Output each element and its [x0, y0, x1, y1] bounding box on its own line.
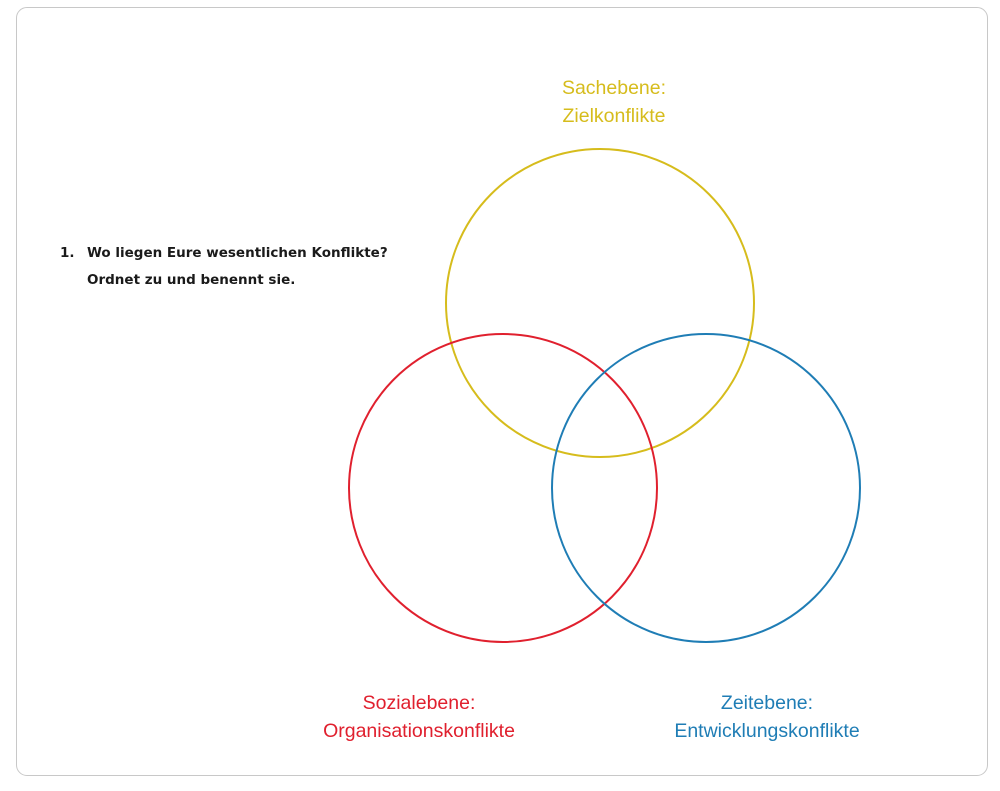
label-sozialebene-subtitle: Organisationskonflikte — [323, 720, 515, 742]
question: 1. Wo liegen Eure wesentlichen Konflikte… — [60, 240, 388, 294]
circle-zeitebene — [551, 333, 861, 643]
label-sachebene: Sachebene: Zielkonflikte — [464, 74, 764, 130]
circle-sozialebene — [348, 333, 658, 643]
label-sachebene-title: Sachebene: — [561, 77, 667, 99]
label-sachebene-subtitle: Zielkonflikte — [562, 105, 666, 127]
label-zeitebene: Zeitebene: Entwicklungskonflikte — [617, 689, 917, 745]
circle-sachebene — [445, 148, 755, 458]
worksheet-frame — [16, 7, 988, 776]
question-number: 1. — [60, 245, 75, 261]
label-sozialebene: Sozialebene: Organisationskonflikte — [269, 689, 569, 745]
label-zeitebene-title: Zeitebene: — [720, 692, 814, 714]
label-zeitebene-subtitle: Entwicklungskonflikte — [674, 720, 860, 742]
label-sozialebene-title: Sozialebene: — [362, 692, 476, 714]
question-line-1: Wo liegen Eure wesentlichen Konflikte? — [87, 245, 388, 261]
question-line-2: Ordnet zu und benennt sie. — [87, 272, 296, 288]
